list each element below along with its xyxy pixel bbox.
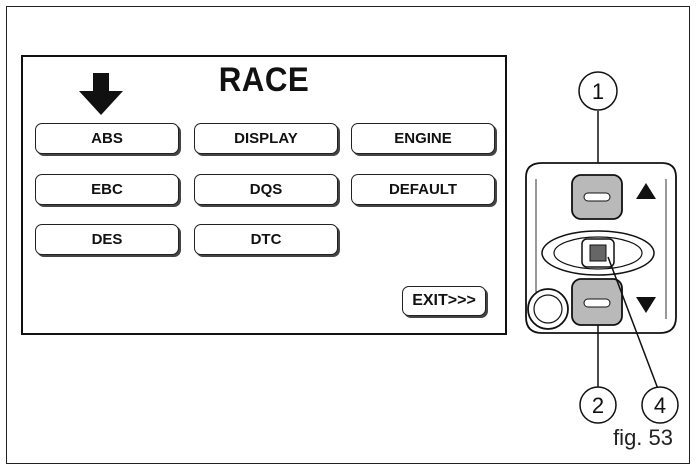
callout-4-circle [641, 386, 679, 424]
dtc-button[interactable]: DTC [194, 224, 338, 255]
display-button[interactable]: DISPLAY [194, 123, 338, 154]
triangle-up-icon [636, 183, 656, 199]
default-button[interactable]: DEFAULT [351, 174, 495, 205]
exit-button[interactable]: EXIT>>> [402, 286, 486, 316]
figure-frame: RACE ABS DISPLAY ENGINE EBC DQS DEFAULT … [6, 6, 690, 464]
dashboard-screen: RACE ABS DISPLAY ENGINE EBC DQS DEFAULT … [21, 55, 507, 335]
callout-2-circle [579, 386, 617, 424]
dqs-button[interactable]: DQS [194, 174, 338, 205]
callout-1-circle [578, 71, 618, 111]
triangle-down-icon [636, 297, 656, 313]
des-button[interactable]: DES [35, 224, 179, 255]
callout-1-label: 1 [592, 79, 604, 104]
page-title: RACE [218, 61, 310, 99]
ebc-button[interactable]: EBC [35, 174, 179, 205]
arrow-down-icon [79, 73, 123, 115]
handlebar-switch-diagram: 1 2 4 [525, 71, 679, 424]
engine-button[interactable]: ENGINE [351, 123, 495, 154]
callout-2-label: 2 [592, 393, 604, 418]
callout-4-label: 4 [654, 393, 666, 418]
abs-button[interactable]: ABS [35, 123, 179, 154]
figure-caption: fig. 53 [613, 425, 673, 450]
